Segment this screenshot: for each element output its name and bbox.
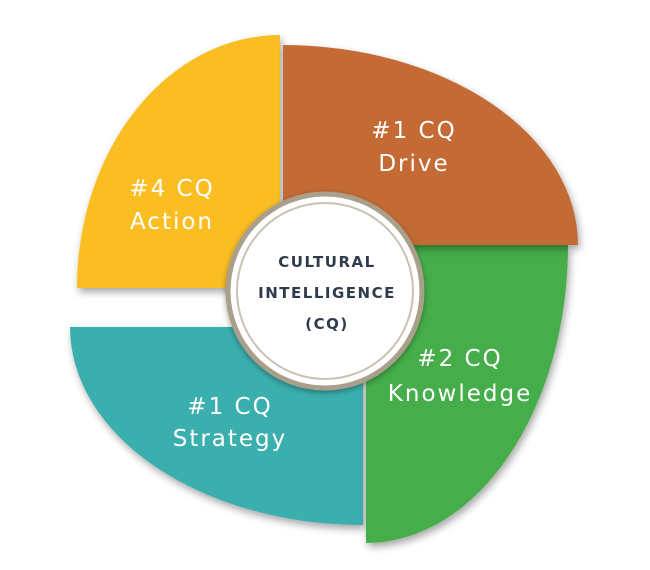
center-label-line-3: (CQ) xyxy=(305,315,348,333)
action-label-name: Action xyxy=(130,209,214,235)
center-inner-ring xyxy=(236,202,414,380)
center-label-line-1: CULTURAL xyxy=(278,253,375,271)
strategy-label-number: #1 CQ xyxy=(187,394,272,420)
center-label-line-2: INTELLIGENCE xyxy=(258,284,396,302)
drive-label-name: Drive xyxy=(378,151,449,177)
drive-label-number: #1 CQ xyxy=(371,118,456,144)
knowledge-label-name: Knowledge xyxy=(388,381,532,407)
segment-drive xyxy=(283,45,578,245)
action-label-number: #4 CQ xyxy=(129,176,214,202)
knowledge-label-number: #2 CQ xyxy=(417,346,502,372)
strategy-label-name: Strategy xyxy=(173,426,288,452)
segment-action xyxy=(77,35,280,288)
